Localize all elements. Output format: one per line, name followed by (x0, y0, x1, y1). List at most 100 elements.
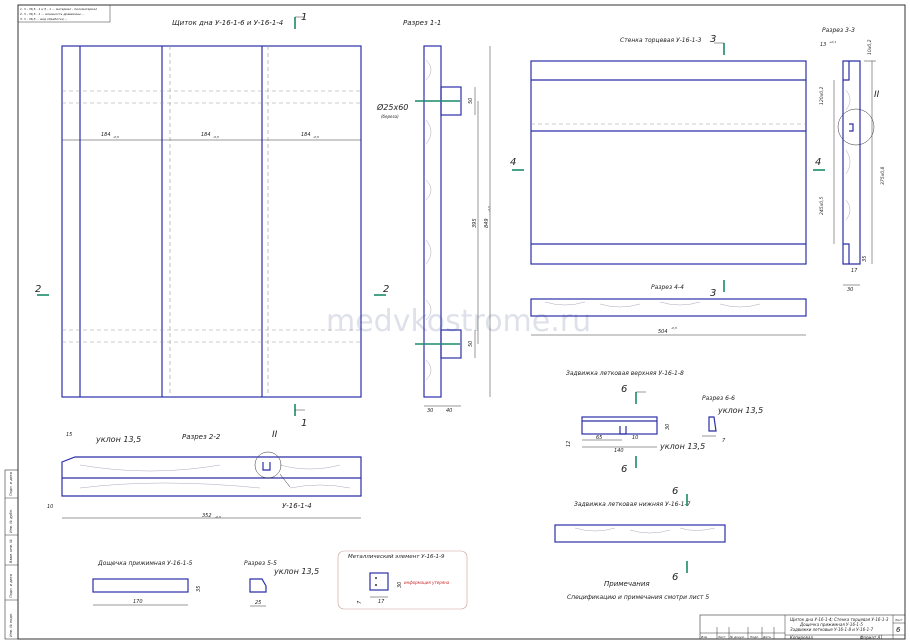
svg-text:4: 4 (815, 157, 821, 168)
notes-text: Спецификацию и примечания смотри лист 5 (567, 594, 709, 601)
title-latch-top: Задвижка летковая верхняя У-16-1-8 (566, 370, 684, 377)
title-metal: Металлический элемент У-16-1-9 (348, 554, 445, 560)
slope-s22: уклон 13,5 (95, 435, 141, 444)
title-section-5-5: Разрез 5-5 (244, 560, 277, 567)
dim-50-top: 50 (468, 98, 474, 104)
dim-13-tol: +0,1 (829, 40, 836, 44)
dim-352: 352 (202, 513, 212, 519)
title-shield: Щиток дна У-16-1-6 и У-16-1-4 (172, 19, 283, 27)
section-3-3-view (833, 60, 876, 286)
mark-roman-2-s22: II (272, 430, 278, 440)
svg-text:3: 3 (710, 34, 716, 45)
tb-copied: Копировал (790, 635, 813, 640)
dim-504: 504 (658, 329, 668, 335)
cut-mark-6-bottom-a: 6 (621, 456, 637, 475)
tb-line-3: Задвижки летковые У-16-1-8 и У-16-1-7 (790, 627, 874, 632)
dim-245x05: 245х0,5 (819, 196, 825, 215)
cut-mark-1-top: 1 (294, 12, 307, 29)
dim-7-s66: 7 (722, 438, 726, 444)
title-section-2-2: Разрез 2-2 (182, 433, 221, 441)
dim-15: 15 (66, 432, 72, 438)
dim-504-tol: -0,5 (671, 326, 677, 330)
metal-element-box (337, 550, 468, 610)
slope-s66: уклон 13,5 (717, 406, 763, 415)
mark-roman-2-s33: II (874, 90, 880, 100)
cut-mark-6-top-a: 6 (621, 384, 646, 404)
dim-30-latch: 30 (665, 424, 671, 430)
wall-view (530, 60, 807, 265)
tb-col-sign: Подп. (750, 635, 759, 639)
tb-line-1: Щиток дна У-16-1-4; Стенка торцевая У-16… (790, 617, 889, 622)
side-stamp: Инв. № подл. Подп. и дата Взам. инв. № И… (4, 469, 19, 640)
dim-184-c-tol: -0,5 (313, 135, 319, 139)
section-4-4-view (530, 298, 807, 336)
note-line-3: 3. Ч - 36,5 ... вид обработки ... (20, 17, 68, 21)
tb-col-doc: № докум. (729, 635, 745, 639)
stamp-4: Инв. № дубл. (9, 509, 13, 533)
cut-mark-1-bottom: 1 (294, 404, 307, 429)
dim-13: 13 (820, 42, 826, 48)
stamp-1: Инв. № подл. (9, 613, 13, 637)
drawing-frame (17, 4, 906, 640)
dim-184-b-tol: -0,5 (213, 135, 219, 139)
cut-mark-6-top-b: 6 (672, 486, 688, 506)
slope-s55: уклон 13,5 (273, 567, 319, 576)
plank-view (92, 578, 189, 606)
dim-dowel: Ø25x60 (376, 102, 408, 112)
svg-text:4: 4 (510, 157, 516, 168)
cut-mark-2-right: 2 (374, 284, 389, 296)
title-block (699, 614, 906, 640)
title-section-1-1: Разрез 1-1 (403, 19, 441, 27)
slope-latch: уклон 13,5 (659, 442, 705, 451)
tb-col-izm: Изм (701, 635, 708, 639)
dim-375x08: 375х0,8 (880, 166, 886, 185)
dim-30-metal: 30 (397, 582, 403, 588)
cut-mark-4-right: 4 (813, 157, 825, 171)
shield-view (61, 45, 362, 398)
cut-mark-4-left: 4 (510, 157, 524, 171)
svg-text:6: 6 (621, 384, 627, 395)
tb-line-2: Дощечка прижимная У-16-1-5 (799, 622, 863, 627)
cut-mark-3-top: 3 (710, 34, 725, 55)
dim-30-s33: 30 (847, 287, 853, 293)
note-line-1: 1. Ч - 36,5 - 1 и 5 - 1 ... материал - п… (20, 7, 97, 11)
dim-25: 25 (255, 600, 261, 606)
svg-text:1: 1 (301, 12, 307, 23)
tb-col-list: Лист (717, 635, 726, 639)
dim-10-latch: 10 (632, 435, 638, 441)
svg-text:6: 6 (672, 486, 678, 497)
dim-30-s11: 30 (427, 408, 433, 414)
dim-184-b: 184 (201, 132, 211, 138)
section-1-1-view (415, 45, 491, 407)
dim-849-tol: -1,5 (487, 206, 491, 212)
latch-bottom-view (554, 524, 726, 543)
dim-120x02: 120х0,2 (819, 86, 825, 105)
cut-mark-2-left: 2 (35, 284, 49, 296)
part-label-14: У-16-1-4 (282, 502, 312, 510)
cut-mark-3-bottom: 3 (710, 280, 725, 299)
stamp-3: Взам. инв. № (9, 539, 13, 563)
section-5-5-view (249, 578, 267, 607)
dim-10-s22: 10 (47, 504, 53, 510)
svg-text:2: 2 (35, 284, 41, 295)
stamp-5: Подп. и дата (9, 472, 13, 496)
dim-7-metal: 7 (357, 600, 363, 604)
dim-17-s33: 17 (851, 268, 858, 274)
dim-170: 170 (133, 599, 143, 605)
dim-35: 35 (862, 256, 868, 262)
dim-65: 65 (596, 435, 602, 441)
svg-text:6: 6 (672, 572, 678, 583)
topleft-note: 1. Ч - 36,5 - 1 и 5 - 1 ... материал - п… (17, 4, 111, 23)
svg-text:3: 3 (710, 288, 716, 299)
latch-top-view (581, 416, 658, 448)
tb-format: Формат А1 (860, 635, 883, 640)
dim-12: 12 (566, 441, 572, 447)
cut-mark-6-bottom-b: 6 (672, 561, 688, 583)
dim-50-bottom: 50 (468, 341, 474, 347)
dim-352-tol: -0,5 (215, 515, 221, 519)
section-6-6-view (702, 416, 717, 437)
section-2-2-view (61, 451, 362, 519)
title-plank: Дощечка прижимная У-16-1-5 (97, 560, 193, 567)
dim-17-metal: 17 (378, 599, 385, 605)
